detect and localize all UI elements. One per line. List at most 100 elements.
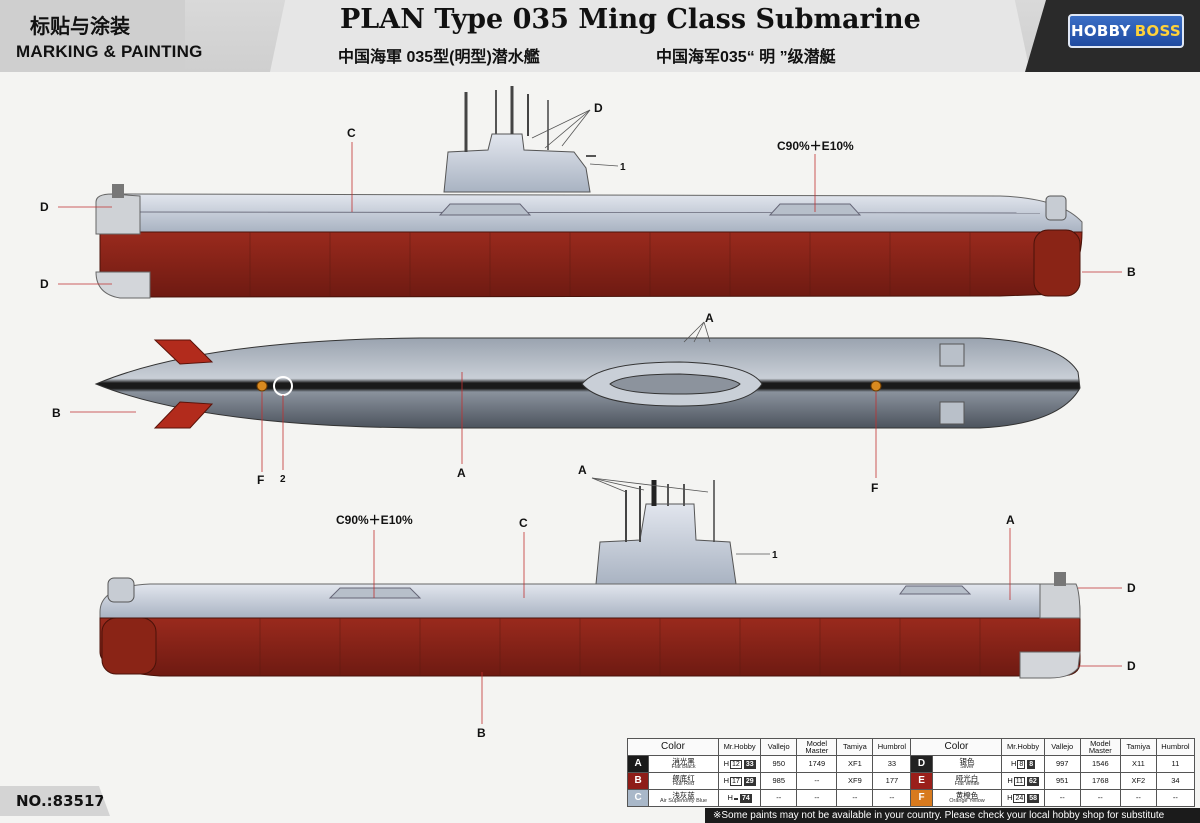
paint-vallejo: 985 bbox=[760, 772, 798, 790]
paint-code-swatch: D bbox=[910, 755, 933, 773]
paint-tamiya: XF2 bbox=[1119, 772, 1157, 790]
paint-reference-table: Color Mr.Hobby Vallejo Model Master Tami… bbox=[626, 738, 1196, 807]
mrhobby-box: 8 bbox=[1017, 759, 1026, 769]
paint-vallejo: -- bbox=[760, 789, 798, 807]
mrhobby-tag: 8 bbox=[1027, 759, 1036, 769]
paint-code-swatch: B bbox=[626, 772, 650, 790]
page-title: PLAN Type 035 Ming Class Submarine bbox=[340, 4, 921, 35]
paint-humbrol: 34 bbox=[1155, 772, 1196, 790]
paint-name-cn: 银色 bbox=[959, 756, 975, 766]
paint-humbrol: -- bbox=[1155, 789, 1196, 807]
paint-humbrol: 11 bbox=[1155, 755, 1196, 773]
paint-code-swatch: C bbox=[626, 789, 650, 807]
paint-vallejo: 950 bbox=[760, 755, 798, 773]
callout-2: 2 bbox=[280, 474, 286, 485]
paint-tamiya: -- bbox=[836, 789, 874, 807]
paint-name-cn: 哑光白 bbox=[955, 773, 979, 783]
callout-mix-2: C90%＋E10% bbox=[336, 513, 413, 527]
col-mrhobby-2: Mr.Hobby bbox=[1001, 738, 1045, 756]
paint-model-master: 1749 bbox=[796, 755, 838, 773]
submarine-drawings: D D C D 1 C90%＋E10% B A B F 2 A F A C90%… bbox=[40, 86, 1136, 740]
callout-c-1: C bbox=[347, 126, 356, 140]
paint-humbrol: 33 bbox=[872, 755, 912, 773]
header-left-panel bbox=[0, 0, 185, 72]
paint-tamiya: XF9 bbox=[836, 772, 874, 790]
paint-name-en: Flat White bbox=[954, 781, 980, 787]
paint-name-cn: 浅灰蓝 bbox=[672, 790, 695, 800]
col-tamiya-2: Tamiya bbox=[1119, 738, 1157, 756]
table-header-row: Color Mr.Hobby Vallejo Model Master Tami… bbox=[627, 738, 1196, 756]
logo-text-boss: BOSS bbox=[1134, 22, 1182, 40]
col-vallejo: Vallejo bbox=[760, 738, 798, 756]
paint-model-master: -- bbox=[796, 772, 838, 790]
paint-name-cn: 舰底红 bbox=[672, 773, 695, 783]
logo-text-hobby: HOBBY bbox=[1070, 22, 1131, 40]
mrhobby-box: 12 bbox=[730, 759, 742, 769]
paint-code-swatch: F bbox=[910, 789, 933, 807]
callout-c-2: C bbox=[519, 516, 528, 530]
mrhobby-box bbox=[733, 797, 738, 800]
mrhobby-code: H 74 bbox=[717, 789, 762, 807]
header-center-panel bbox=[270, 0, 1030, 72]
subtitle-traditional: 中国海軍 035型(明型)潜水艦 bbox=[338, 49, 540, 66]
callout-d-3: D bbox=[594, 101, 603, 115]
mrhobby-prefix: H bbox=[1007, 792, 1013, 802]
mrhobby-prefix: H bbox=[723, 758, 730, 768]
paint-name-en: Flat Black bbox=[671, 764, 696, 770]
col-model-master-2: Model Master bbox=[1079, 738, 1121, 756]
paint-humbrol: 177 bbox=[872, 772, 912, 790]
callout-a-2: A bbox=[457, 466, 466, 480]
paint-model-master: -- bbox=[1079, 789, 1121, 807]
mrhobby-tag: 74 bbox=[739, 793, 752, 803]
model-number: NO.:83517 bbox=[0, 786, 110, 816]
col-vallejo-2: Vallejo bbox=[1043, 738, 1081, 756]
leader-lines bbox=[58, 142, 1122, 724]
callout-d-2: D bbox=[40, 277, 49, 291]
paint-availability-notice: ※Some paints may not be available in you… bbox=[705, 808, 1200, 823]
paint-name-en: Air Superiority Blue bbox=[660, 798, 708, 804]
paint-code-swatch: A bbox=[626, 755, 650, 773]
marking-title-cn: 标贴与涂装 bbox=[30, 16, 130, 38]
mrhobby-tag: 29 bbox=[743, 776, 756, 786]
mrhobby-tag: 33 bbox=[743, 759, 756, 769]
col-mrhobby: Mr.Hobby bbox=[717, 738, 762, 756]
side-view-lower bbox=[99, 480, 1081, 679]
col-color-2: Color bbox=[910, 738, 1003, 756]
hobbyboss-logo: HOBBY BOSS bbox=[1068, 14, 1184, 48]
paint-tamiya: XF1 bbox=[836, 755, 874, 773]
callout-d-4: D bbox=[1127, 581, 1136, 595]
mrhobby-prefix: H bbox=[1007, 775, 1013, 785]
callout-mix-1: C90%＋E10% bbox=[777, 139, 854, 153]
paint-humbrol: -- bbox=[872, 789, 912, 807]
col-humbrol: Humbrol bbox=[872, 738, 912, 756]
paint-name-cn: 消光黑 bbox=[672, 756, 695, 766]
col-humbrol-2: Humbrol bbox=[1155, 738, 1196, 756]
paint-vallejo: 997 bbox=[1043, 755, 1081, 773]
paint-vallejo: -- bbox=[1043, 789, 1081, 807]
callout-a-3: A bbox=[578, 463, 587, 477]
mrhobby-box: 11 bbox=[1013, 776, 1026, 786]
marking-title-en: MARKING & PAINTING bbox=[16, 42, 203, 61]
col-model-master: Model Master bbox=[796, 738, 838, 756]
mrhobby-prefix: H bbox=[727, 792, 733, 802]
col-tamiya: Tamiya bbox=[836, 738, 874, 756]
paint-tamiya: -- bbox=[1119, 789, 1157, 807]
callout-1-a: 1 bbox=[620, 162, 626, 173]
paint-code-swatch: E bbox=[910, 772, 933, 790]
callout-b-1: B bbox=[1127, 265, 1136, 279]
callout-a-4: A bbox=[1006, 513, 1015, 527]
paint-name-en: Hull Red bbox=[673, 781, 695, 787]
paint-tamiya: X11 bbox=[1119, 755, 1157, 773]
callout-f-1: F bbox=[257, 473, 264, 487]
mrhobby-prefix: H bbox=[723, 775, 730, 785]
callout-b-3: B bbox=[477, 726, 486, 740]
